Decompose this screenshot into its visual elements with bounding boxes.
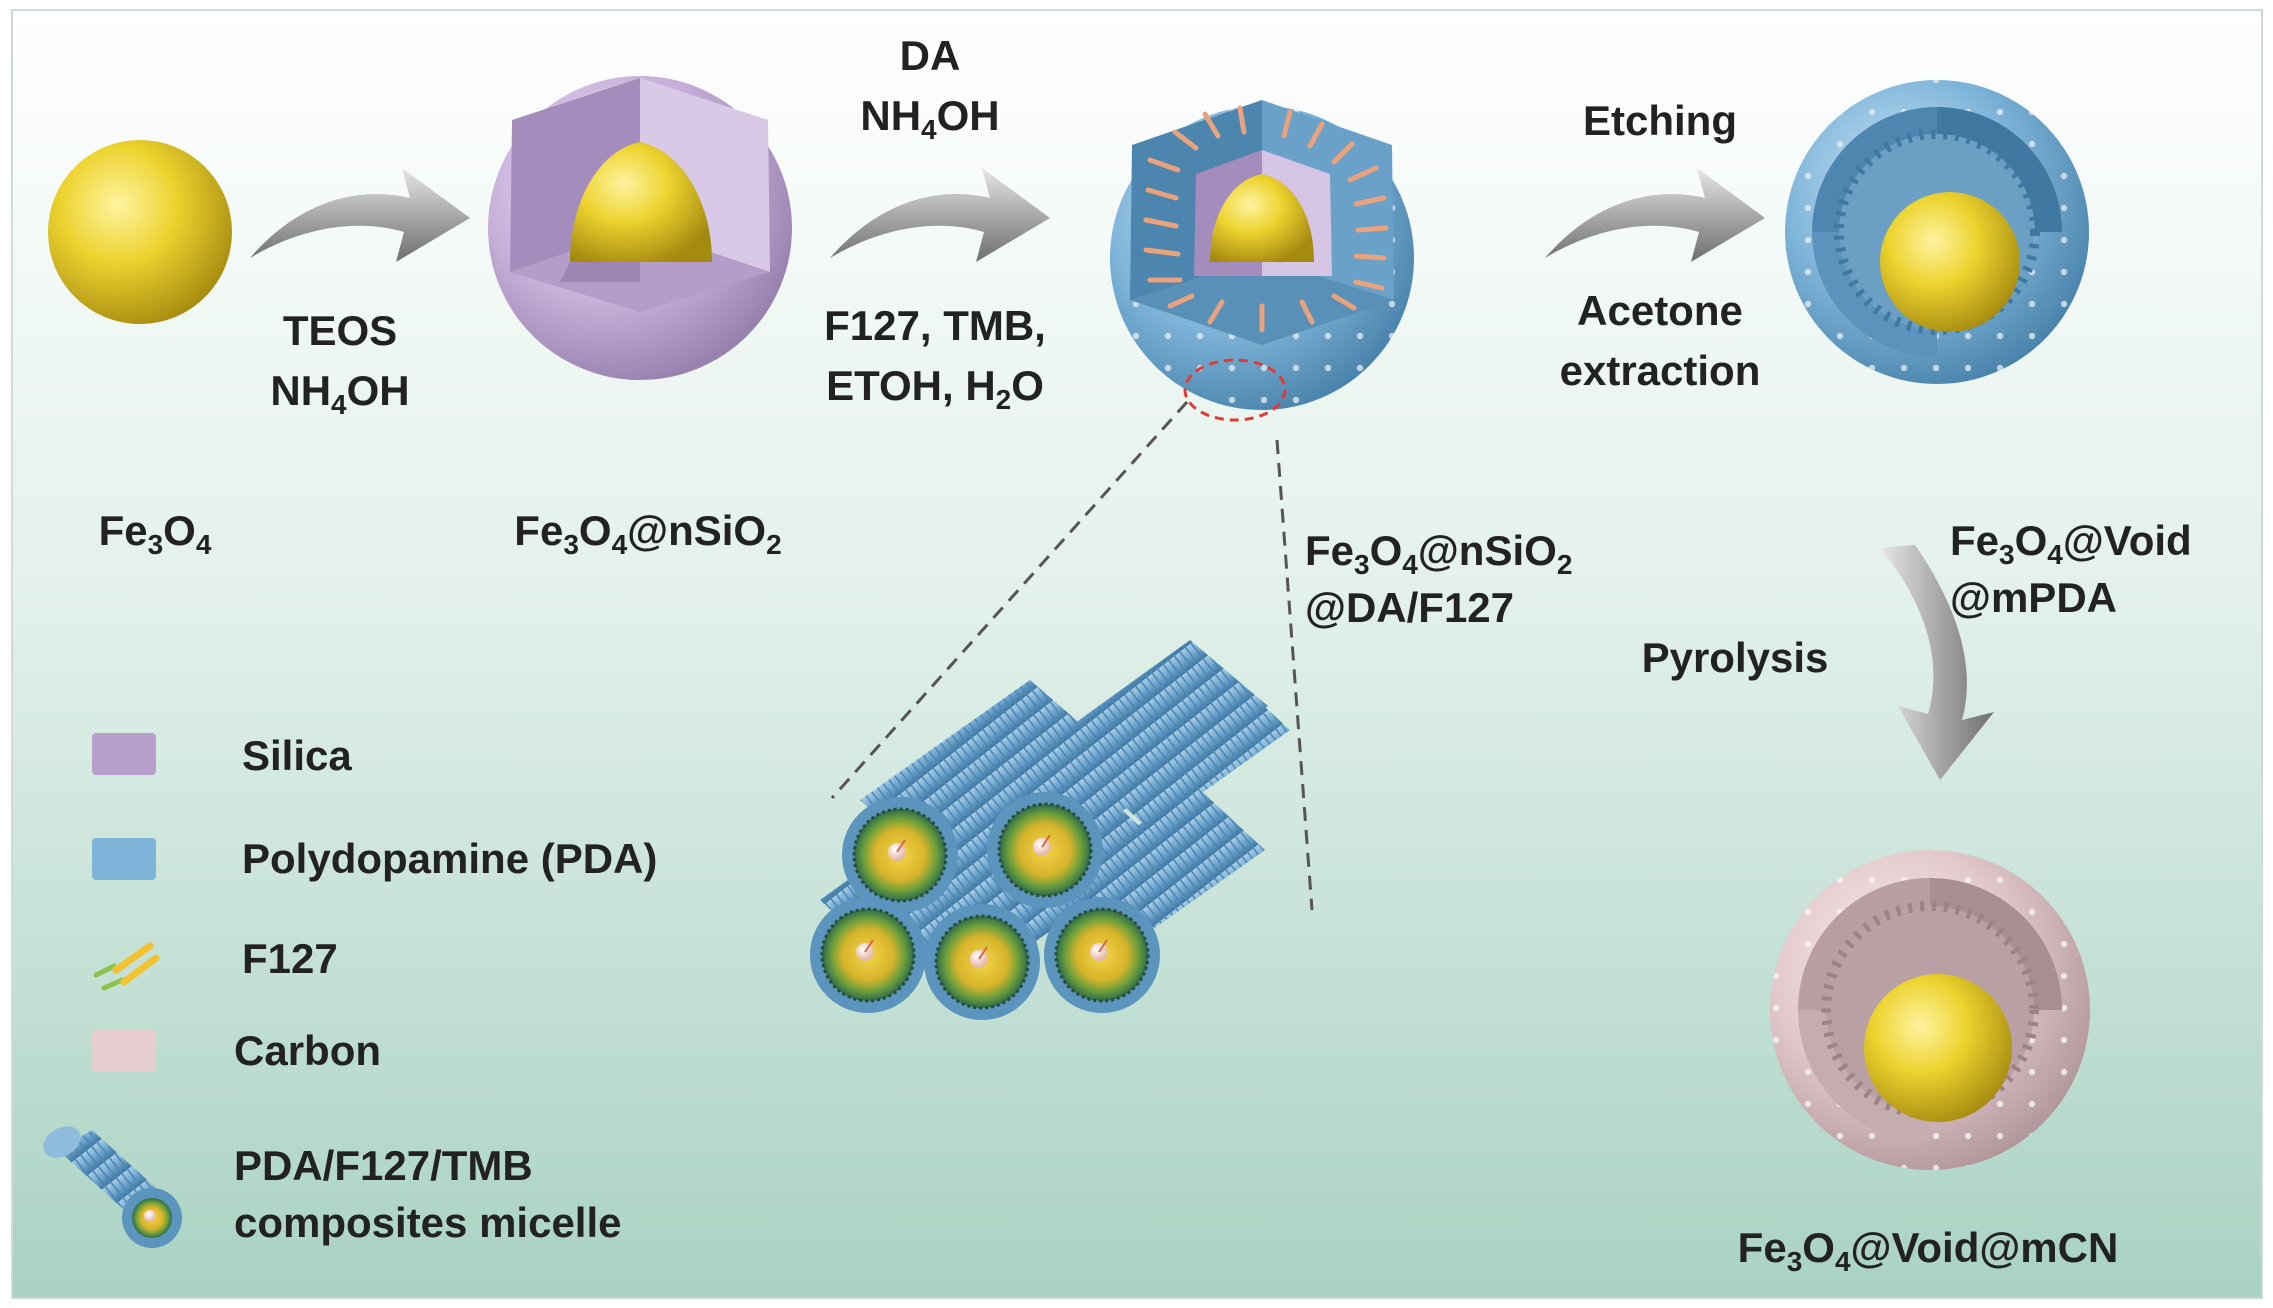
micelle-bundle (810, 640, 1290, 1020)
step3-reagent-extraction: extraction (1560, 347, 1761, 394)
legend-label-carbon: Carbon (234, 1027, 381, 1074)
zoom-line-left (830, 400, 1189, 800)
arrow-step-2 (830, 168, 1050, 262)
label-fe3o4-nsio2: Fe3O4@nSiO2 (514, 507, 781, 560)
legend-label-pda: Polydopamine (PDA) (242, 835, 657, 882)
label-fe3o4-nsio2-da-f127-line2: @DA/F127 (1305, 584, 1514, 631)
f127-molecule-icon (93, 942, 160, 991)
legend-label-f127: F127 (242, 935, 338, 982)
step1-reagent-1: TEOS (283, 307, 397, 354)
step2-reagent-etoh-h2o: ETOH, H2O (826, 362, 1044, 415)
legend-label-silica: Silica (242, 732, 352, 779)
fe3o4-void-mcn-particle (1770, 850, 2090, 1170)
pda-swatch (92, 838, 156, 880)
fe3o4-void-mpda-particle (1785, 80, 2089, 384)
step3-reagent-acetone: Acetone (1577, 287, 1743, 334)
fe3o4-nsio2-da-f127-particle (1110, 100, 1414, 422)
pore-highlight-ellipse (1183, 358, 1287, 422)
step3-reagent-etching: Etching (1583, 97, 1737, 144)
label-fe3o4-void-mcn: Fe3O4@Void@mCN (1738, 1224, 2119, 1277)
legend-label-micelle-line1: PDA/F127/TMB (234, 1142, 533, 1189)
arrow-step-1 (250, 168, 470, 262)
carbon-swatch (92, 1030, 156, 1072)
legend (43, 733, 182, 1248)
silica-swatch (92, 733, 156, 775)
label-fe3o4-nsio2-da-f127-line1: Fe3O4@nSiO2 (1305, 527, 1572, 580)
arrow-step-4 (1880, 545, 1994, 780)
teos-label: TEOS (283, 307, 397, 354)
legend-label-micelle-line2: composites micelle (234, 1199, 622, 1246)
label-fe3o4-void-mpda-line2: @mPDA (1950, 574, 2117, 621)
arrow-step-3 (1545, 168, 1765, 262)
step4-reagent-pyrolysis: Pyrolysis (1642, 634, 1829, 681)
label-fe3o4-void-mpda-line1: Fe3O4@Void (1950, 517, 2192, 570)
step2-reagent-f127-tmb: F127, TMB, (824, 302, 1046, 349)
micelle-cylinder-icon (43, 1126, 182, 1248)
fe3o4-particle (48, 140, 232, 324)
fe3o4-nsio2-particle (488, 76, 792, 380)
step2-reagent-da: DA (900, 32, 961, 79)
zoom-line-right (1275, 439, 1314, 911)
